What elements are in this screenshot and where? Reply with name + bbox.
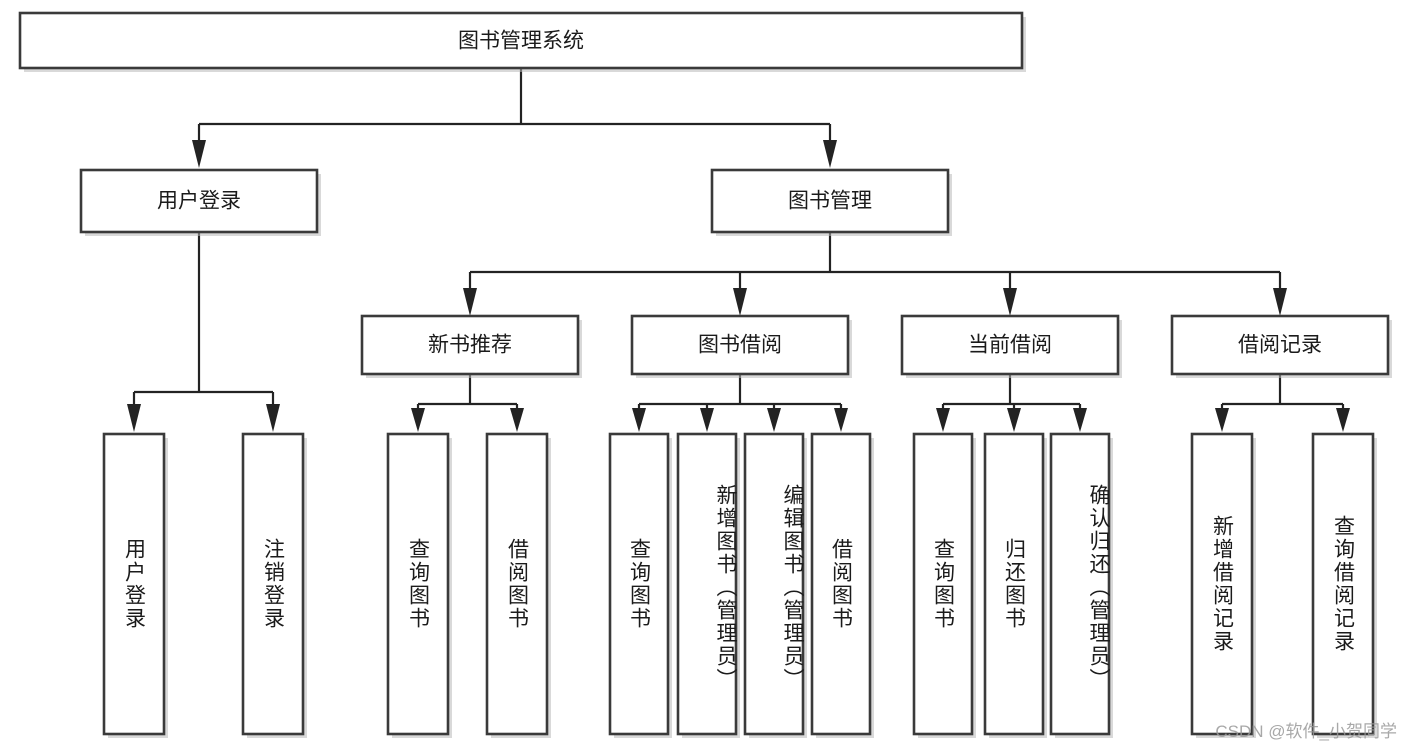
arrow-cb-leaf2 <box>1007 408 1021 432</box>
arrow-leaf-logout <box>266 404 280 432</box>
node-borrow-record-label: 借阅记录 <box>1238 334 1322 357</box>
arrow-bb-leaf3 <box>767 408 781 432</box>
node-user-login[interactable] <box>79 168 319 234</box>
node-leaf-query-borrow-record[interactable] <box>1311 432 1375 736</box>
node-current-borrow[interactable] <box>900 314 1120 376</box>
node-leaf-query-book-recommend[interactable] <box>386 432 450 736</box>
arrow-book-borrow <box>733 288 747 316</box>
node-root[interactable] <box>18 11 1024 70</box>
arrow-bb-leaf1 <box>632 408 646 432</box>
arrow-new-book-recommend <box>463 288 477 316</box>
arrow-bb-leaf2 <box>700 408 714 432</box>
arrow-leaf-user-login <box>127 404 141 432</box>
node-borrow-record[interactable] <box>1170 314 1390 376</box>
node-leaf-edit-book[interactable] <box>743 432 805 736</box>
node-book-borrow-label: 图书借阅 <box>698 334 782 357</box>
arrow-cb-leaf3 <box>1073 408 1087 432</box>
node-leaf-borrow-book[interactable] <box>810 432 872 736</box>
node-leaf-return-book[interactable] <box>983 432 1045 736</box>
node-new-book-recommend-label: 新书推荐 <box>428 334 512 357</box>
node-current-borrow-label: 当前借阅 <box>968 334 1052 357</box>
node-book-manage-label: 图书管理 <box>788 190 872 213</box>
arrow-bb-leaf4 <box>834 408 848 432</box>
arrow-br-leaf2 <box>1336 408 1350 432</box>
node-leaf-user-login[interactable] <box>102 432 166 736</box>
node-leaf-add-borrow-record[interactable] <box>1190 432 1254 736</box>
node-book-borrow[interactable] <box>630 314 850 376</box>
arrow-borrow-record <box>1273 288 1287 316</box>
node-leaf-query-book-borrow[interactable] <box>608 432 670 736</box>
arrow-nbr-leaf2 <box>510 408 524 432</box>
arrow-book-manage <box>823 140 837 168</box>
arrow-current-borrow <box>1003 288 1017 316</box>
node-layer: 图书管理系统 用户登录 图书管理 新书推荐 图书借阅 当前借阅 借阅记录 <box>18 11 1392 738</box>
node-leaf-borrow-book-recommend[interactable] <box>485 432 549 736</box>
node-root-label: 图书管理系统 <box>458 30 584 53</box>
node-leaf-query-book-current[interactable] <box>912 432 974 736</box>
node-new-book-recommend[interactable] <box>360 314 580 376</box>
node-leaf-add-book[interactable] <box>676 432 738 736</box>
arrow-user-login <box>192 140 206 168</box>
arrow-br-leaf1 <box>1215 408 1229 432</box>
arrow-cb-leaf1 <box>936 408 950 432</box>
node-book-manage[interactable] <box>710 168 950 234</box>
node-leaf-confirm-return[interactable] <box>1049 432 1111 736</box>
connector-layer <box>127 68 1350 432</box>
arrow-nbr-leaf1 <box>411 408 425 432</box>
node-leaf-logout[interactable] <box>241 432 305 736</box>
node-user-login-label: 用户登录 <box>157 190 241 213</box>
csdn-watermark: CSDN @软件_小贺同学 <box>1215 722 1397 741</box>
